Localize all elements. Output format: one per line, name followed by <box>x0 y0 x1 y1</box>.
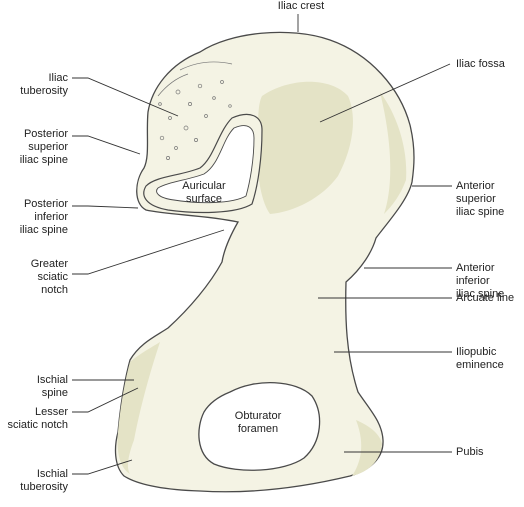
leader-piis <box>72 205 139 209</box>
crest-shading <box>380 92 407 214</box>
leader-lines <box>72 14 452 475</box>
label-greater-sciatic-notch: Greater sciatic notch <box>30 258 68 296</box>
pubis-shading <box>352 420 382 476</box>
iliac-fossa-shading <box>257 81 353 214</box>
leader-lesser-sciatic-notch <box>72 387 139 413</box>
label-auricular-surface: Auricular surface <box>182 180 226 205</box>
label-posterior-superior-iliac-spine: Posterior superior iliac spine <box>19 128 68 166</box>
obturator-foramen-shape <box>198 382 321 471</box>
label-iliac-fossa: Iliac fossa <box>456 58 505 70</box>
label-anterior-inferior-iliac-spine: Anterior inferior iliac spine <box>456 262 505 300</box>
leader-psis <box>72 135 141 155</box>
label-posterior-inferior-iliac-spine: Posterior inferior iliac spine <box>19 198 68 236</box>
label-anterior-superior-iliac-spine: Anterior superior iliac spine <box>456 180 505 218</box>
label-lesser-sciatic-notch: Lesser sciatic notch <box>7 406 68 431</box>
label-iliopubic-eminence: Iliopubic eminence <box>456 346 504 371</box>
label-ischial-tuberosity: Ischial tuberosity <box>20 468 68 493</box>
leader-iliac-tuberosity <box>72 77 179 117</box>
label-iliac-tuberosity: Iliac tuberosity <box>20 72 68 97</box>
ischial-shading <box>117 342 160 474</box>
leader-iliac-fossa <box>319 63 451 123</box>
label-obturator-foramen: Obturator foramen <box>234 410 282 435</box>
label-arcuate-line: Arcuate line <box>456 292 515 304</box>
iliac-tuberosity-texture <box>157 61 233 160</box>
label-pubis: Pubis <box>456 446 484 458</box>
label-iliac-crest: Iliac crest <box>277 0 325 12</box>
label-ischial-spine: Ischial spine <box>36 374 68 399</box>
auricular-surface-inner <box>156 125 255 204</box>
leader-ischial-tuberosity <box>72 459 133 475</box>
leader-greater-sciatic-notch <box>72 229 225 275</box>
